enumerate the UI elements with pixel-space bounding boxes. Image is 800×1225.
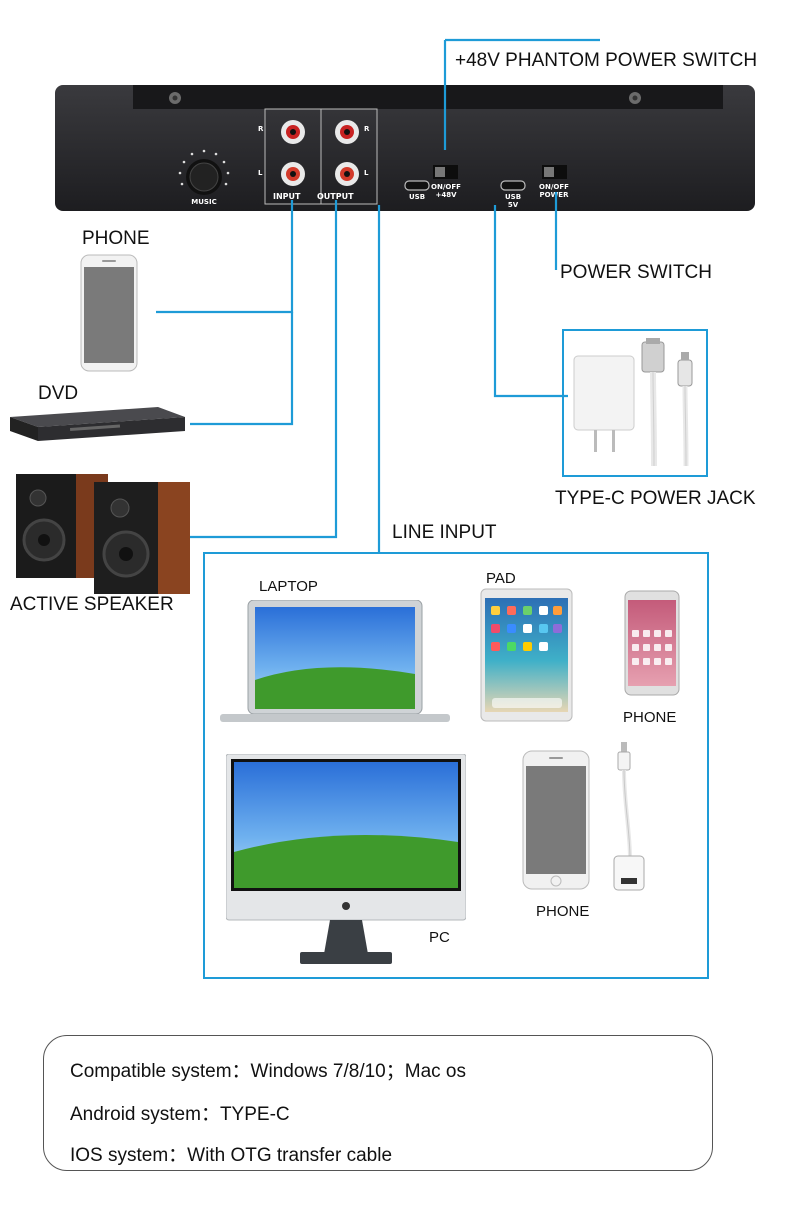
usb-port-label: USB: [408, 193, 426, 201]
audio-interface-rear-panel: MUSIC R L R L INPUT OUTPUT USB ON/OFF +4…: [55, 85, 755, 213]
phone-label: PHONE: [82, 228, 150, 249]
spec-compatible-system: Compatible system：Windows 7/8/10；Mac os: [70, 1061, 466, 1082]
iphone-illustration: [522, 750, 590, 890]
dvd-player-illustration: [10, 403, 185, 443]
active-speaker-illustration: [12, 468, 192, 596]
channel-r-label-right: R: [364, 125, 370, 133]
output-wire-speaker: [190, 200, 338, 539]
type-c-jack-frame: [562, 329, 708, 477]
power-switch-panel-label: ON/OFF POWER: [539, 183, 569, 199]
tablet-illustration: [480, 588, 573, 722]
channel-l-label: L: [258, 169, 263, 177]
power-switch-callout: POWER SWITCH: [560, 262, 712, 283]
compatibility-specs-box: Compatible system：Windows 7/8/10；Mac os …: [43, 1035, 713, 1171]
phone-illustration: [80, 254, 138, 372]
type-c-jack-callout: TYPE-C POWER JACK: [555, 488, 756, 509]
pc-label: PC: [429, 929, 450, 946]
iphone-label: PHONE: [536, 903, 590, 920]
pad-label: PAD: [486, 570, 516, 587]
music-knob-label: MUSIC: [191, 198, 217, 206]
usb-charger-illustration: [568, 336, 702, 472]
pc-monitor-illustration: [225, 753, 467, 968]
android-phone-label: PHONE: [623, 709, 677, 726]
channel-l-label-right: L: [364, 169, 369, 177]
phantom-power-callout: +48V PHANTOM POWER SWITCH: [455, 50, 758, 71]
input-wire-dvd: [190, 312, 294, 426]
spec-ios-system: IOS system：With OTG transfer cable: [70, 1145, 393, 1166]
laptop-label: LAPTOP: [259, 578, 318, 595]
spec-android-system: Android system：TYPE-C: [70, 1104, 290, 1125]
laptop-illustration: [220, 599, 450, 726]
channel-r-label: R: [258, 125, 264, 133]
phantom-switch-label: ON/OFF +48V: [431, 183, 461, 199]
usb-5v-label: USB 5V: [504, 193, 522, 209]
output-port-label: OUTPUT: [317, 192, 354, 201]
usb5v-wire: [493, 205, 568, 398]
dvd-label: DVD: [38, 383, 79, 404]
input-port-label: INPUT: [273, 192, 301, 201]
android-phone-illustration: [624, 590, 680, 696]
active-speaker-label: ACTIVE SPEAKER: [10, 594, 174, 615]
line-input-frame: [203, 552, 709, 979]
otg-adapter-illustration: [608, 742, 648, 894]
line-input-callout: LINE INPUT: [392, 522, 497, 543]
input-wire-phone: [156, 200, 294, 314]
